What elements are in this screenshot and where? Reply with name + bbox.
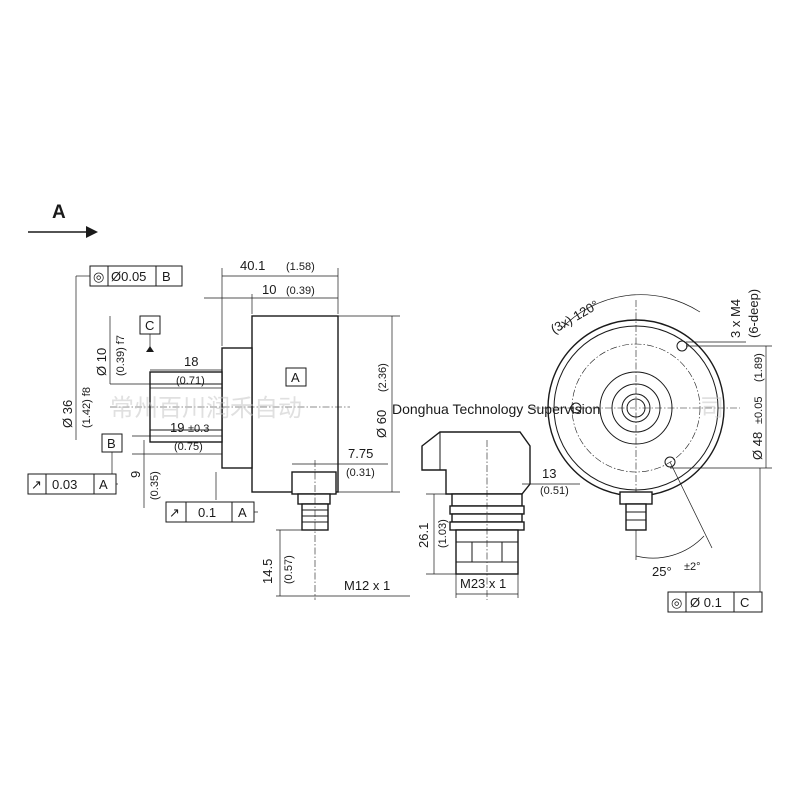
- dim-7-75-inch: (0.31): [346, 467, 375, 479]
- runout-icon: ↗: [31, 477, 42, 492]
- view-arrow-label: A: [52, 202, 66, 223]
- dim-14-5: 14.5: [260, 559, 275, 584]
- watermark: 常州百川润禾自动 司 Donghua Technology Supervisio…: [110, 394, 724, 422]
- dim-10-inch: (0.39): [286, 285, 315, 297]
- connector-view: 13 (0.51) 26.1 (1.03) M23 x 1: [416, 431, 580, 600]
- dim-d10: Ø 10: [94, 348, 109, 376]
- dim-9: 9: [128, 471, 143, 478]
- dim-m4: 3 x M4: [728, 299, 743, 338]
- frame-concentricity-b: ◎ Ø0.05 B: [89, 265, 183, 287]
- connector-base: [291, 471, 337, 495]
- dim-10: 10: [262, 282, 276, 297]
- svg-text:A: A: [291, 370, 300, 385]
- dim-40-1-inch: (1.58): [286, 261, 315, 273]
- svg-text:Ø 0.1: Ø 0.1: [690, 595, 722, 610]
- concentricity-icon: ◎: [671, 595, 682, 610]
- dim-d48-tol: ±0.05: [753, 397, 765, 424]
- datum-a-box: A: [285, 367, 307, 387]
- frame-concentricity-c: ◎ Ø 0.1 C: [667, 591, 763, 613]
- mounting-hole: [664, 456, 676, 468]
- frame-runout-bottom: ↗ 0.1 A: [165, 501, 255, 523]
- dim-d10-inch: (0.39) f7: [115, 335, 127, 376]
- watermark-en: Donghua Technology Supervision: [392, 401, 600, 417]
- svg-text:A: A: [238, 505, 247, 520]
- frame-runout-left: ↗ 0.03 A: [27, 473, 117, 495]
- watermark-cn-right: 司: [700, 394, 724, 422]
- svg-text:C: C: [145, 318, 154, 333]
- svg-text:B: B: [162, 269, 171, 284]
- dim-d48: Ø 48: [750, 432, 765, 460]
- svg-text:B: B: [107, 436, 116, 451]
- svg-text:C: C: [740, 595, 749, 610]
- dim-26-1-inch: (1.03): [437, 519, 449, 548]
- dim-9-inch: (0.35): [149, 471, 161, 500]
- connector-head: [421, 431, 531, 495]
- dim-25-tol: ±2°: [684, 561, 701, 573]
- datum-c-box: C: [139, 315, 161, 335]
- front-connector-base: [619, 491, 653, 505]
- dim-19: 19: [170, 420, 184, 435]
- dim-d60: Ø 60: [374, 410, 389, 438]
- svg-text:A: A: [99, 477, 108, 492]
- runout-icon: ↗: [169, 505, 180, 520]
- dim-13-inch: (0.51): [540, 485, 569, 497]
- dim-19-inch: (0.75): [174, 441, 203, 453]
- dim-14-5-inch: (0.57): [283, 555, 295, 584]
- dim-d36-inch: (1.42) f8: [81, 387, 93, 428]
- dim-18-inch: (0.71): [176, 375, 205, 387]
- svg-text:Ø0.05: Ø0.05: [111, 269, 146, 284]
- dim-19-tol: ±0.3: [188, 423, 209, 435]
- dim-d36: Ø 36: [60, 400, 75, 428]
- front-m12-connector: [625, 503, 647, 531]
- view-direction-arrow: A: [28, 202, 98, 238]
- dim-7-75: 7.75: [348, 446, 373, 461]
- dim-13: 13: [542, 466, 556, 481]
- dim-m23: M23 x 1: [460, 576, 506, 591]
- datum-b-box: B: [101, 433, 123, 453]
- dim-25: 25°: [652, 564, 672, 579]
- svg-text:0.1: 0.1: [198, 505, 216, 520]
- dim-d60-inch: (2.36): [377, 363, 389, 392]
- dim-18: 18: [184, 354, 198, 369]
- svg-text:0.03: 0.03: [52, 477, 77, 492]
- side-view: 40.1 (1.58) 10 (0.39) 18 (0.71) 19 ±0.3 …: [60, 258, 410, 600]
- front-view: (3x) 120° 3 x M4 (6-deep) Ø 48 ±0.05 (1.…: [530, 289, 772, 600]
- mounting-hole: [570, 402, 582, 414]
- dim-m12: M12 x 1: [344, 578, 390, 593]
- dim-40-1: 40.1: [240, 258, 265, 273]
- dim-d48-inch: (1.89): [753, 353, 765, 382]
- dim-m4-depth: (6-deep): [746, 289, 761, 338]
- dim-26-1: 26.1: [416, 523, 431, 548]
- concentricity-icon: ◎: [93, 269, 104, 284]
- watermark-cn-left: 常州百川润禾自动: [110, 394, 302, 422]
